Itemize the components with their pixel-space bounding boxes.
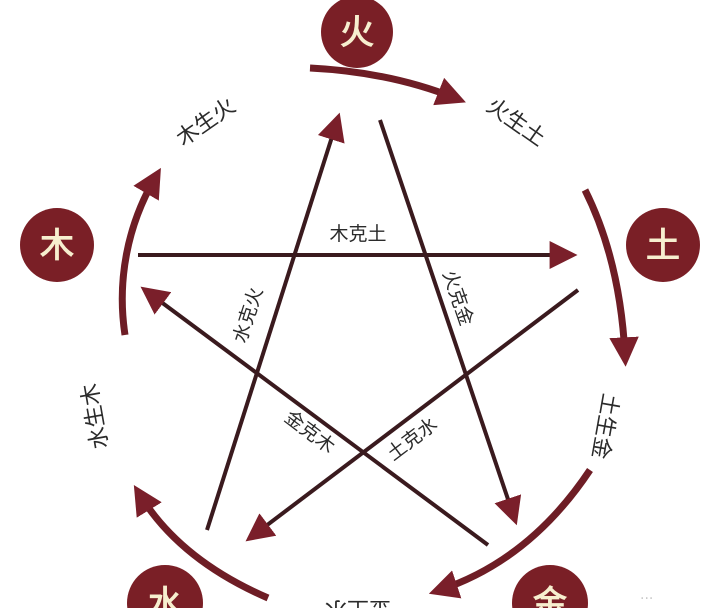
node-wood: 木 — [20, 208, 94, 282]
node-metal: 金 — [512, 565, 588, 608]
ctrl-label-water-fire: 水克火 — [229, 285, 268, 346]
line-fire-controls-metal — [378, 119, 522, 526]
node-fire-label: 火 — [340, 13, 374, 53]
line-earth-controls-water — [245, 288, 580, 542]
gen-label-fire-earth: 火生土 — [482, 94, 550, 152]
arc-metal-to-water — [428, 468, 593, 599]
gen-label-wood-fire: 木生火 — [172, 94, 240, 152]
ctrl-label-earth-water: 土克水 — [383, 413, 442, 465]
line-water-controls-fire — [205, 112, 345, 531]
arc-earth-to-metal — [581, 188, 639, 367]
gen-label-earth-metal: 土生金 — [586, 391, 622, 460]
node-water-label: 水 — [148, 584, 183, 608]
control-lines — [138, 112, 580, 547]
node-water: 水 — [127, 565, 203, 608]
node-fire: 火 — [321, 0, 393, 68]
generation-arcs — [118, 64, 639, 602]
ctrl-label-fire-metal: 火克金 — [438, 268, 477, 329]
arc-fire-to-earth — [309, 64, 466, 106]
node-earth: 土 — [626, 208, 700, 282]
node-wood-label: 木 — [39, 226, 74, 266]
line-metal-controls-wood — [140, 286, 490, 547]
ctrl-label-wood-earth: 木克土 — [329, 223, 386, 245]
gen-label-water-wood: 水生木 — [78, 381, 114, 450]
node-earth-label: 土 — [646, 226, 680, 266]
watermark: ··· — [640, 591, 653, 607]
arc-wood-to-fire — [118, 167, 161, 336]
gen-label-metal-water: 金生水 — [325, 596, 391, 608]
arc-water-to-wood — [133, 484, 270, 602]
node-metal-label: 金 — [532, 584, 568, 608]
